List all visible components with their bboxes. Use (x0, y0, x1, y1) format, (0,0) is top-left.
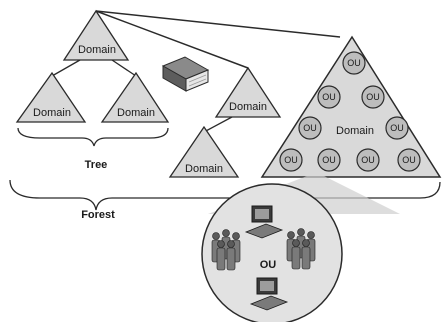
ou-node-label: OU (322, 155, 336, 165)
ou-node (361, 85, 385, 109)
users-icon-left (211, 229, 241, 271)
ou-detail: OU (201, 183, 343, 322)
domain-left: Domain (15, 71, 87, 123)
ou-node (342, 51, 366, 75)
domain-root-triangle (62, 9, 130, 61)
ou-node-label: OU (402, 155, 416, 165)
ou-detail-label: OU (260, 259, 277, 271)
domain-root-label: Domain (78, 44, 116, 56)
domain-mid-triangle (214, 66, 282, 118)
ou-node-label: OU (361, 155, 375, 165)
ou-node (397, 148, 421, 172)
ou-node-label: OU (390, 123, 404, 133)
domain-right-label: Domain (117, 107, 155, 119)
ou-node (317, 85, 341, 109)
ou-node-label: OU (284, 155, 298, 165)
domain-right-triangle (100, 71, 170, 123)
ou-node (356, 148, 380, 172)
computer-icon (244, 205, 284, 239)
user-head (217, 240, 225, 248)
user-head (292, 239, 300, 247)
domain-big-triangle (260, 35, 442, 178)
user-body (301, 246, 311, 270)
ou-node-label: OU (366, 92, 380, 102)
ou-node-label: OU (303, 123, 317, 133)
connector-root-to-big (95, 10, 341, 38)
ou-node (317, 148, 341, 172)
connector-root-right (95, 10, 249, 69)
tree2-link (203, 116, 233, 133)
tree-link-right (111, 59, 137, 77)
domain-mid: Domain (214, 66, 282, 118)
ou-node-label: OU (322, 92, 336, 102)
ou-group: OU OU OU OU OU OU OU OU OU (279, 51, 421, 172)
user-body (226, 247, 236, 271)
user-head (222, 229, 230, 237)
user-body (291, 246, 301, 270)
domain-big: Domain (260, 35, 442, 178)
domain-bottom: Domain (168, 125, 240, 178)
tree-brace (17, 127, 169, 147)
user-head (232, 232, 240, 240)
domain-mid-label: Domain (229, 101, 267, 113)
tree-link-left (51, 59, 81, 77)
ou-node (385, 116, 409, 140)
forest-label: Forest (81, 209, 115, 221)
tree-links (51, 59, 137, 77)
domain-bottom-triangle (168, 125, 240, 178)
domain-root: Domain (62, 9, 130, 61)
domain-right: Domain (100, 71, 170, 123)
ou-node (298, 116, 322, 140)
ou-node (279, 148, 303, 172)
user-head (307, 231, 315, 239)
ou-node-label: OU (347, 58, 361, 68)
domain-left-triangle (15, 71, 87, 123)
user-body (216, 247, 226, 271)
ou-detail-circle (201, 183, 343, 322)
user-head (227, 240, 235, 248)
computer-icon (249, 277, 289, 311)
tree-label: Tree (85, 159, 108, 171)
domain-left-label: Domain (33, 107, 71, 119)
forest-brace (9, 179, 441, 211)
domain-big-label: Domain (336, 125, 374, 137)
user-head (302, 239, 310, 247)
user-head (297, 228, 305, 236)
user-head (212, 232, 220, 240)
user-head (287, 231, 295, 239)
users-icon-right (286, 228, 316, 270)
book-icon (161, 56, 210, 92)
connector-lines (95, 10, 341, 69)
domain-bottom-label: Domain (185, 163, 223, 175)
